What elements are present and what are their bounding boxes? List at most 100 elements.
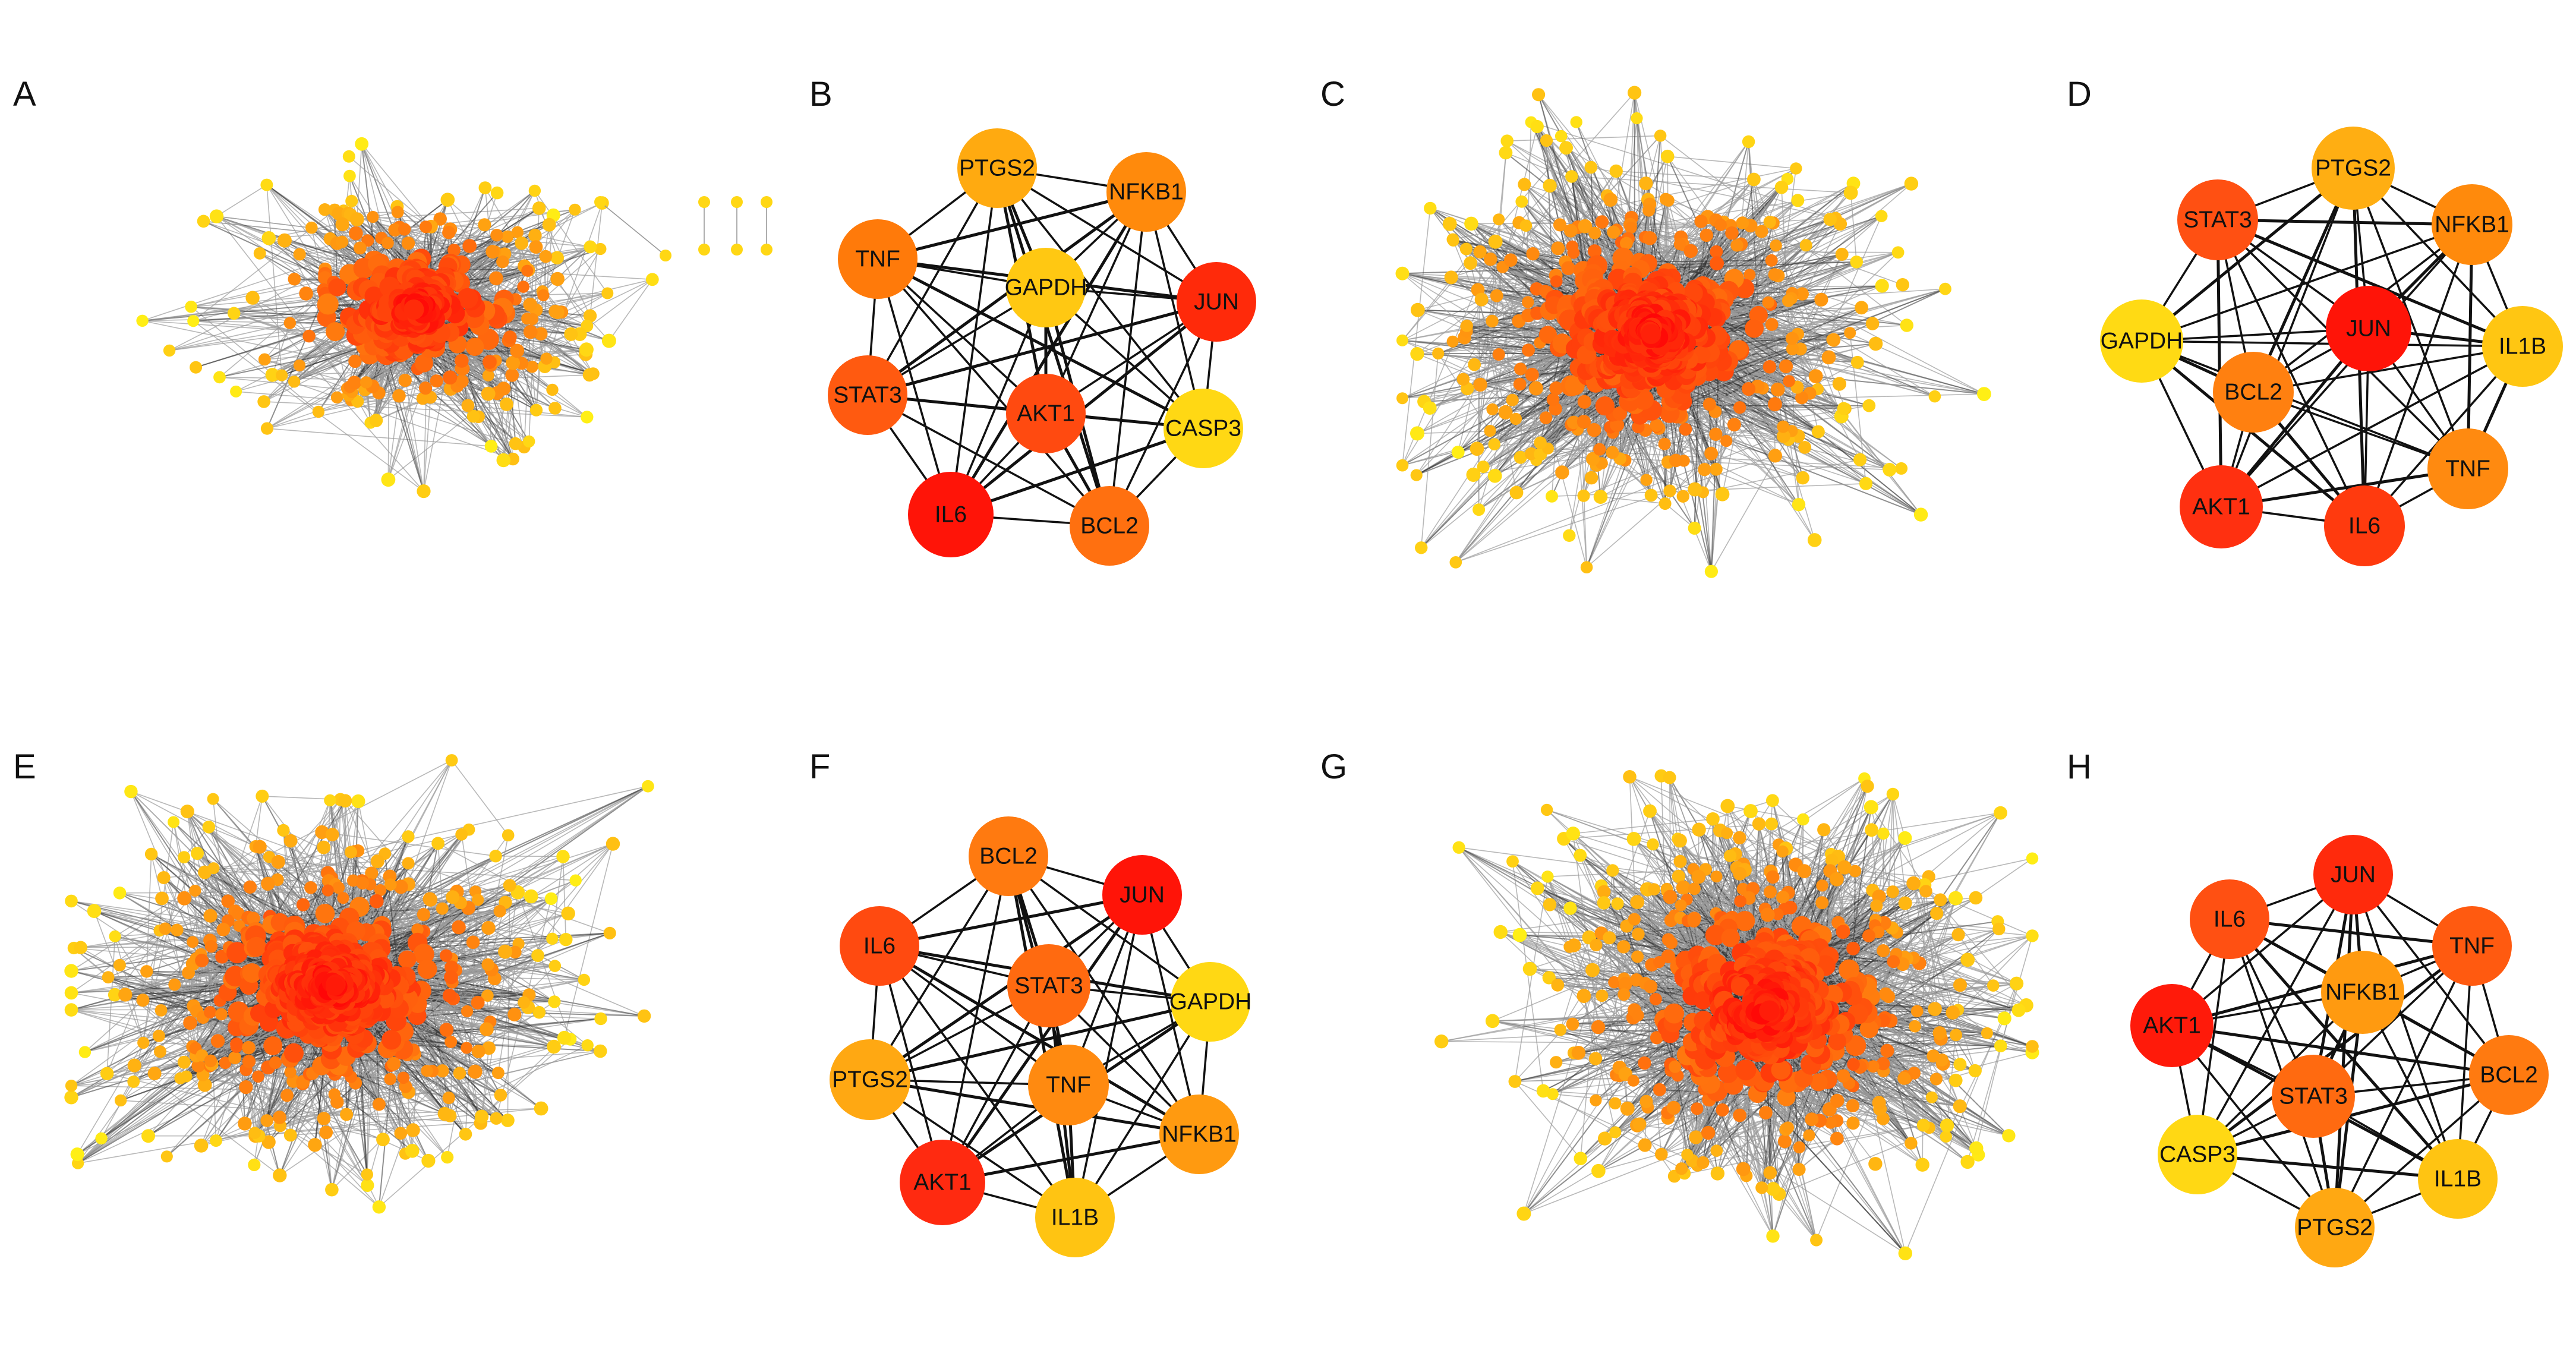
network-node	[367, 210, 379, 223]
network-node	[1710, 462, 1723, 476]
network-node	[343, 169, 356, 182]
network-node	[1532, 88, 1546, 102]
network-node	[1530, 119, 1544, 134]
network-node	[1522, 343, 1535, 357]
network-node	[583, 309, 597, 323]
network-node	[1658, 437, 1671, 450]
network-node	[1939, 282, 1951, 295]
network-node	[1736, 216, 1749, 230]
network-node	[1460, 319, 1473, 332]
network-node	[500, 398, 513, 411]
panel-letter-g: G	[1320, 747, 1347, 786]
network-node	[1606, 446, 1619, 459]
network-node	[398, 373, 412, 387]
network-node	[483, 355, 497, 369]
network-node	[1662, 194, 1675, 207]
network-node	[1518, 178, 1531, 191]
network-edge	[1549, 185, 1683, 245]
network-edge	[387, 388, 505, 480]
network-edge	[267, 428, 491, 447]
network-node	[1464, 256, 1478, 270]
network-node	[1515, 195, 1528, 208]
network-node	[511, 226, 524, 238]
network-node	[1459, 242, 1473, 256]
network-edge	[1815, 376, 1842, 417]
network-node	[1504, 253, 1518, 267]
network-edge	[405, 380, 491, 447]
network-node	[230, 385, 242, 398]
network-node	[1774, 181, 1789, 194]
network-node	[550, 251, 564, 265]
network-node	[1509, 485, 1524, 500]
network-node	[528, 184, 541, 197]
network-node	[501, 230, 514, 243]
network-node	[440, 193, 455, 207]
network-node	[257, 395, 270, 408]
network-node	[1767, 397, 1782, 412]
network-node	[293, 359, 306, 372]
network-node	[731, 196, 743, 208]
network-node	[1584, 471, 1598, 485]
network-node	[293, 248, 306, 261]
panel-letter-b: B	[809, 75, 833, 113]
network-node	[260, 422, 274, 435]
network-node	[1565, 170, 1578, 183]
network-node	[1513, 377, 1527, 391]
network-node	[1395, 266, 1410, 280]
network-edge	[1402, 147, 1567, 341]
network-edge	[386, 354, 424, 491]
network-node	[660, 250, 671, 261]
network-node	[253, 247, 266, 260]
network-node	[1808, 369, 1823, 383]
network-node	[1415, 541, 1428, 554]
network-node	[521, 313, 534, 325]
network-edge	[351, 399, 468, 406]
network-node	[1474, 292, 1489, 307]
network-node	[1456, 373, 1470, 386]
network-node	[1798, 441, 1812, 454]
network-node	[336, 235, 349, 248]
network-edge	[422, 365, 546, 399]
network-node	[462, 239, 477, 253]
network-node	[466, 409, 480, 423]
network-node	[505, 368, 519, 382]
network-node	[496, 381, 511, 396]
network-node	[283, 317, 297, 329]
network-edge	[337, 392, 497, 398]
network-node	[517, 280, 529, 293]
network-node	[1782, 294, 1795, 307]
network-node	[1835, 247, 1849, 261]
network-node	[1904, 176, 1919, 191]
network-node	[349, 212, 364, 226]
network-node	[1631, 112, 1643, 125]
network-node	[1514, 362, 1527, 376]
network-node	[1563, 223, 1578, 238]
network-node	[265, 368, 280, 382]
network-node	[447, 244, 461, 257]
network-node	[532, 201, 546, 215]
network-node	[515, 236, 528, 250]
network-node	[698, 196, 710, 208]
network-edge	[1787, 301, 1819, 432]
network-edge	[1631, 192, 1851, 228]
network-node	[1747, 172, 1761, 187]
network-node	[1714, 218, 1727, 231]
network-node	[1580, 561, 1593, 573]
network-node	[1484, 425, 1496, 437]
network-node	[1490, 289, 1503, 302]
network-node	[1499, 146, 1513, 160]
network-edge	[1505, 152, 1738, 246]
network-node	[523, 324, 538, 339]
network-node	[355, 137, 369, 151]
network-node	[1859, 477, 1873, 490]
network-node	[510, 343, 525, 358]
network-edge	[503, 299, 610, 342]
network-node	[1768, 449, 1782, 463]
network-edge	[484, 187, 594, 374]
network-node	[213, 371, 226, 384]
network-edge	[266, 184, 351, 320]
network-edge	[193, 320, 424, 492]
network-node	[523, 435, 535, 448]
network-node	[1928, 390, 1941, 403]
network-edge	[196, 318, 350, 368]
